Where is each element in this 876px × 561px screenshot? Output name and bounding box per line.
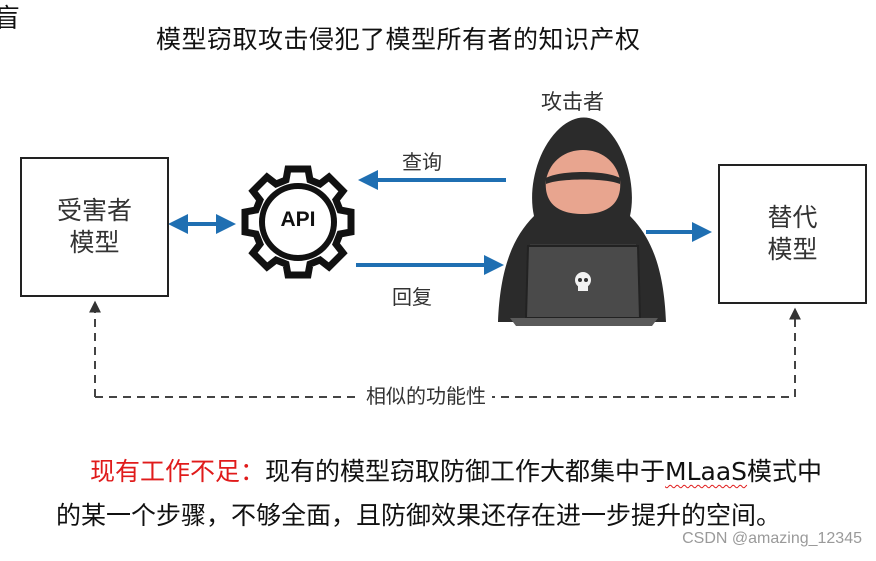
paragraph-line1-end: 模式中 [747, 457, 823, 486]
victim-model-line1: 受害者 [56, 196, 132, 225]
limitation-paragraph: 现有工作不足：现有的模型窃取防御工作大都集中于MLaaS模式中 的某一个步骤，不… [56, 450, 876, 538]
attacker-label: 攻击者 [541, 90, 604, 114]
limitation-heading: 现有工作不足： [90, 457, 266, 486]
mlaas-term: MLaaS [665, 457, 748, 486]
victim-model-line2: 模型 [69, 228, 120, 257]
similarity-connector-line [95, 307, 801, 398]
similarity-label: 相似的功能性 [360, 380, 492, 409]
paragraph-line1: 现有工作不足：现有的模型窃取防御工作大都集中于MLaaS模式中 [56, 450, 876, 494]
api-label: API [280, 208, 316, 231]
substitute-model-line1: 替代 [767, 203, 818, 232]
query-label: 查询 [402, 150, 442, 174]
reply-label: 回复 [392, 285, 432, 309]
watermark: CSDN @amazing_12345 [682, 530, 862, 547]
substitute-model-line2: 模型 [767, 235, 818, 264]
paragraph-line2: 的某一个步骤，不够全面，且防御效果还存在进一步提升的空间。 [56, 501, 782, 530]
gear-icon [241, 165, 355, 279]
page-title: 模型窃取攻击侵犯了模型所有者的知识产权 [156, 25, 641, 54]
corner-glyph: 盲 [0, 4, 21, 34]
skull-icon [575, 272, 591, 291]
victim-model-box: 受害者 模型 [20, 157, 169, 297]
hacker-icon [498, 117, 666, 326]
substitute-model-box: 替代 模型 [718, 164, 867, 304]
paragraph-line1-text: 现有的模型窃取防御工作大都集中于 [265, 457, 666, 486]
